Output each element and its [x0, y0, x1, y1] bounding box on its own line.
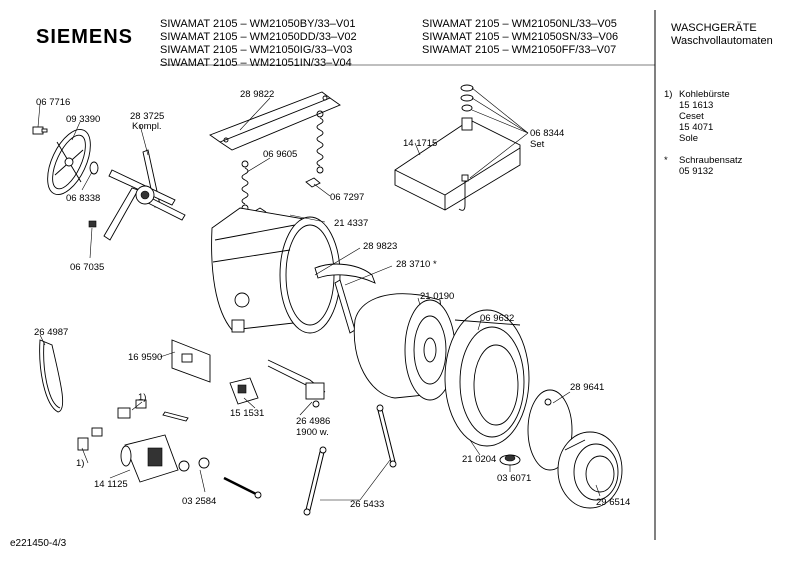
- part-label: 28 3710 *: [396, 259, 437, 270]
- part-label: 06 8344: [530, 128, 565, 139]
- part-label: 28 3725: [130, 111, 165, 122]
- part-label: 28 9823: [363, 241, 398, 252]
- legend-note-1: Kohlebürste 15 1613 Ceset 15 4071 Sole: [679, 89, 730, 144]
- part-label: 1): [138, 392, 147, 403]
- leader-lines: [37, 87, 601, 501]
- shock-absorber-part-1: [303, 446, 327, 516]
- part-label: 16 9590: [128, 352, 163, 363]
- motor-part: [120, 434, 179, 483]
- carbon-brush-part-b: [77, 427, 103, 451]
- part-label: 06 7297: [330, 192, 365, 203]
- part-label: 26 5433: [350, 499, 385, 510]
- bolt-set-part: [458, 84, 474, 211]
- spider-part: [103, 149, 186, 241]
- model-line: SIWAMAT 2105 – WM21050SN/33–V06: [422, 31, 619, 43]
- belt-part: [39, 339, 64, 413]
- carbon-brush-part-a: [117, 399, 147, 419]
- part-label: 29 6514: [596, 497, 631, 508]
- legend-line: 15 4071: [679, 122, 714, 133]
- legend-note-mark: *: [664, 155, 668, 166]
- model-line: SIWAMAT 2105 – WM21050BY/33–V01: [160, 18, 356, 30]
- part-label: Kompl.: [132, 121, 162, 132]
- part-label: 21 4337: [334, 218, 369, 229]
- part-label: Set: [530, 139, 545, 150]
- part-label: 21 0204: [462, 454, 497, 465]
- part-label: 21 0190: [420, 291, 455, 302]
- model-list-1: SIWAMAT 2105 – WM21050BY/33–V01 SIWAMAT …: [160, 18, 357, 70]
- part-label: 28 9641: [570, 382, 605, 393]
- legend-line: 15 1613: [679, 100, 714, 111]
- part-label: 03 2584: [182, 496, 217, 507]
- part-label: 06 7035: [70, 262, 105, 273]
- tub-rear-part: [211, 207, 341, 334]
- foot-part: [499, 454, 521, 466]
- legend-line: Schraubensatz: [679, 155, 743, 166]
- clip-part: [249, 177, 321, 215]
- brand-logo: SIEMENS: [36, 26, 134, 48]
- model-line: SIWAMAT 2105 – WM21051IN/33–V04: [160, 57, 352, 69]
- bracket-part: [171, 339, 211, 383]
- part-label: 03 6071: [497, 473, 532, 484]
- part-label: 06 9632: [480, 313, 515, 324]
- switch-part: [229, 377, 259, 405]
- shock-absorber-part-2: [376, 404, 397, 468]
- beam-part: [209, 91, 341, 151]
- nut-part: [88, 220, 97, 228]
- legend-note-2: Schraubensatz 05 9132: [679, 155, 742, 177]
- legend-line: 05 9132: [679, 166, 714, 177]
- spring-part-2: [241, 160, 249, 212]
- drawing-id: e221450-4/3: [10, 538, 67, 549]
- category-block: WASCHGERÄTE Waschvollautomaten: [671, 22, 773, 48]
- part-label: 15 1531: [230, 408, 265, 419]
- model-list-2: SIWAMAT 2105 – WM21050NL/33–V05 SIWAMAT …: [422, 18, 618, 57]
- long-screw-part: [223, 476, 262, 499]
- counterweight-part: [394, 117, 521, 211]
- part-label: 26 4986: [296, 416, 331, 427]
- heater-part: [267, 359, 326, 408]
- part-label: 06 9605: [263, 149, 298, 160]
- ring-part: [527, 389, 573, 471]
- part-label: 09 3390: [66, 114, 101, 125]
- tub-band-part: [314, 263, 376, 334]
- washer-part: [89, 161, 99, 175]
- legend-line: Sole: [679, 133, 699, 144]
- brush-strip-part: [162, 411, 189, 422]
- part-label: 14 1715: [403, 138, 438, 149]
- part-label: 14 1125: [94, 479, 128, 490]
- legend-note-mark: 1): [664, 89, 673, 100]
- part-label: 28 9822: [240, 89, 275, 100]
- part-label: 1): [76, 458, 85, 469]
- part-label: 26 4987: [34, 327, 69, 338]
- legend-line: Kohlebürste: [679, 89, 730, 100]
- model-line: SIWAMAT 2105 – WM21050FF/33–V07: [422, 44, 617, 56]
- model-line: SIWAMAT 2105 – WM21050DD/33–V02: [160, 31, 357, 43]
- model-line: SIWAMAT 2105 – WM21050NL/33–V05: [422, 18, 617, 30]
- part-label: 1900 w.: [296, 427, 329, 438]
- subcategory: Waschvollautomaten: [671, 35, 773, 47]
- pulley-part: [47, 129, 91, 195]
- category: WASCHGERÄTE: [671, 22, 757, 34]
- gasket-part: [557, 431, 623, 509]
- part-label: 06 8338: [66, 193, 101, 204]
- part-label: 06 7716: [36, 97, 71, 108]
- model-line: SIWAMAT 2105 – WM21050IG/33–V03: [160, 44, 353, 56]
- screw-part: [32, 126, 48, 135]
- drum-part: [353, 293, 456, 401]
- legend-line: Ceset: [679, 111, 704, 122]
- tub-front-part: [444, 309, 530, 447]
- small-nuts-part: [178, 457, 210, 472]
- spring-part-1: [316, 110, 324, 174]
